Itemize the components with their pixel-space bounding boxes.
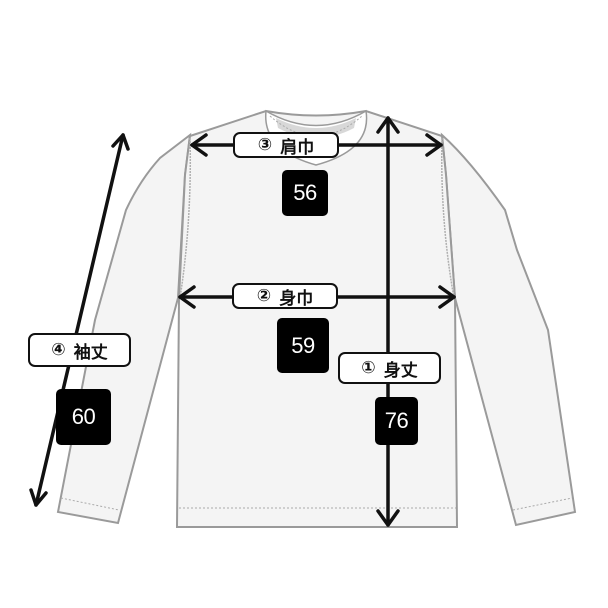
body-length-arrow: [376, 116, 400, 527]
body-width-text: 身巾: [279, 288, 314, 309]
body-length-text: 身丈: [383, 360, 418, 381]
shoulder-width-label: ③ 肩巾: [233, 132, 339, 158]
sleeve-length-value: 60: [56, 389, 111, 445]
sleeve-length-index: ④: [51, 340, 66, 360]
body-width-index: ②: [256, 286, 272, 306]
body-length-value: 76: [375, 397, 418, 445]
sleeve-length-label: ④ 袖丈: [28, 333, 131, 367]
right-sleeve: [440, 132, 577, 527]
body-width-label: ② 身巾: [232, 283, 338, 309]
shoulder-width-text: 肩巾: [280, 137, 315, 158]
shoulder-width-index: ③: [257, 135, 273, 155]
body-length-index: ①: [361, 358, 376, 378]
sleeve-length-arrow: [29, 133, 130, 507]
shoulder-width-value: 56: [282, 170, 328, 216]
body-width-value: 59: [277, 318, 329, 373]
sleeve-length-text: 袖丈: [73, 342, 108, 363]
body-length-label: ① 身丈: [338, 352, 441, 384]
